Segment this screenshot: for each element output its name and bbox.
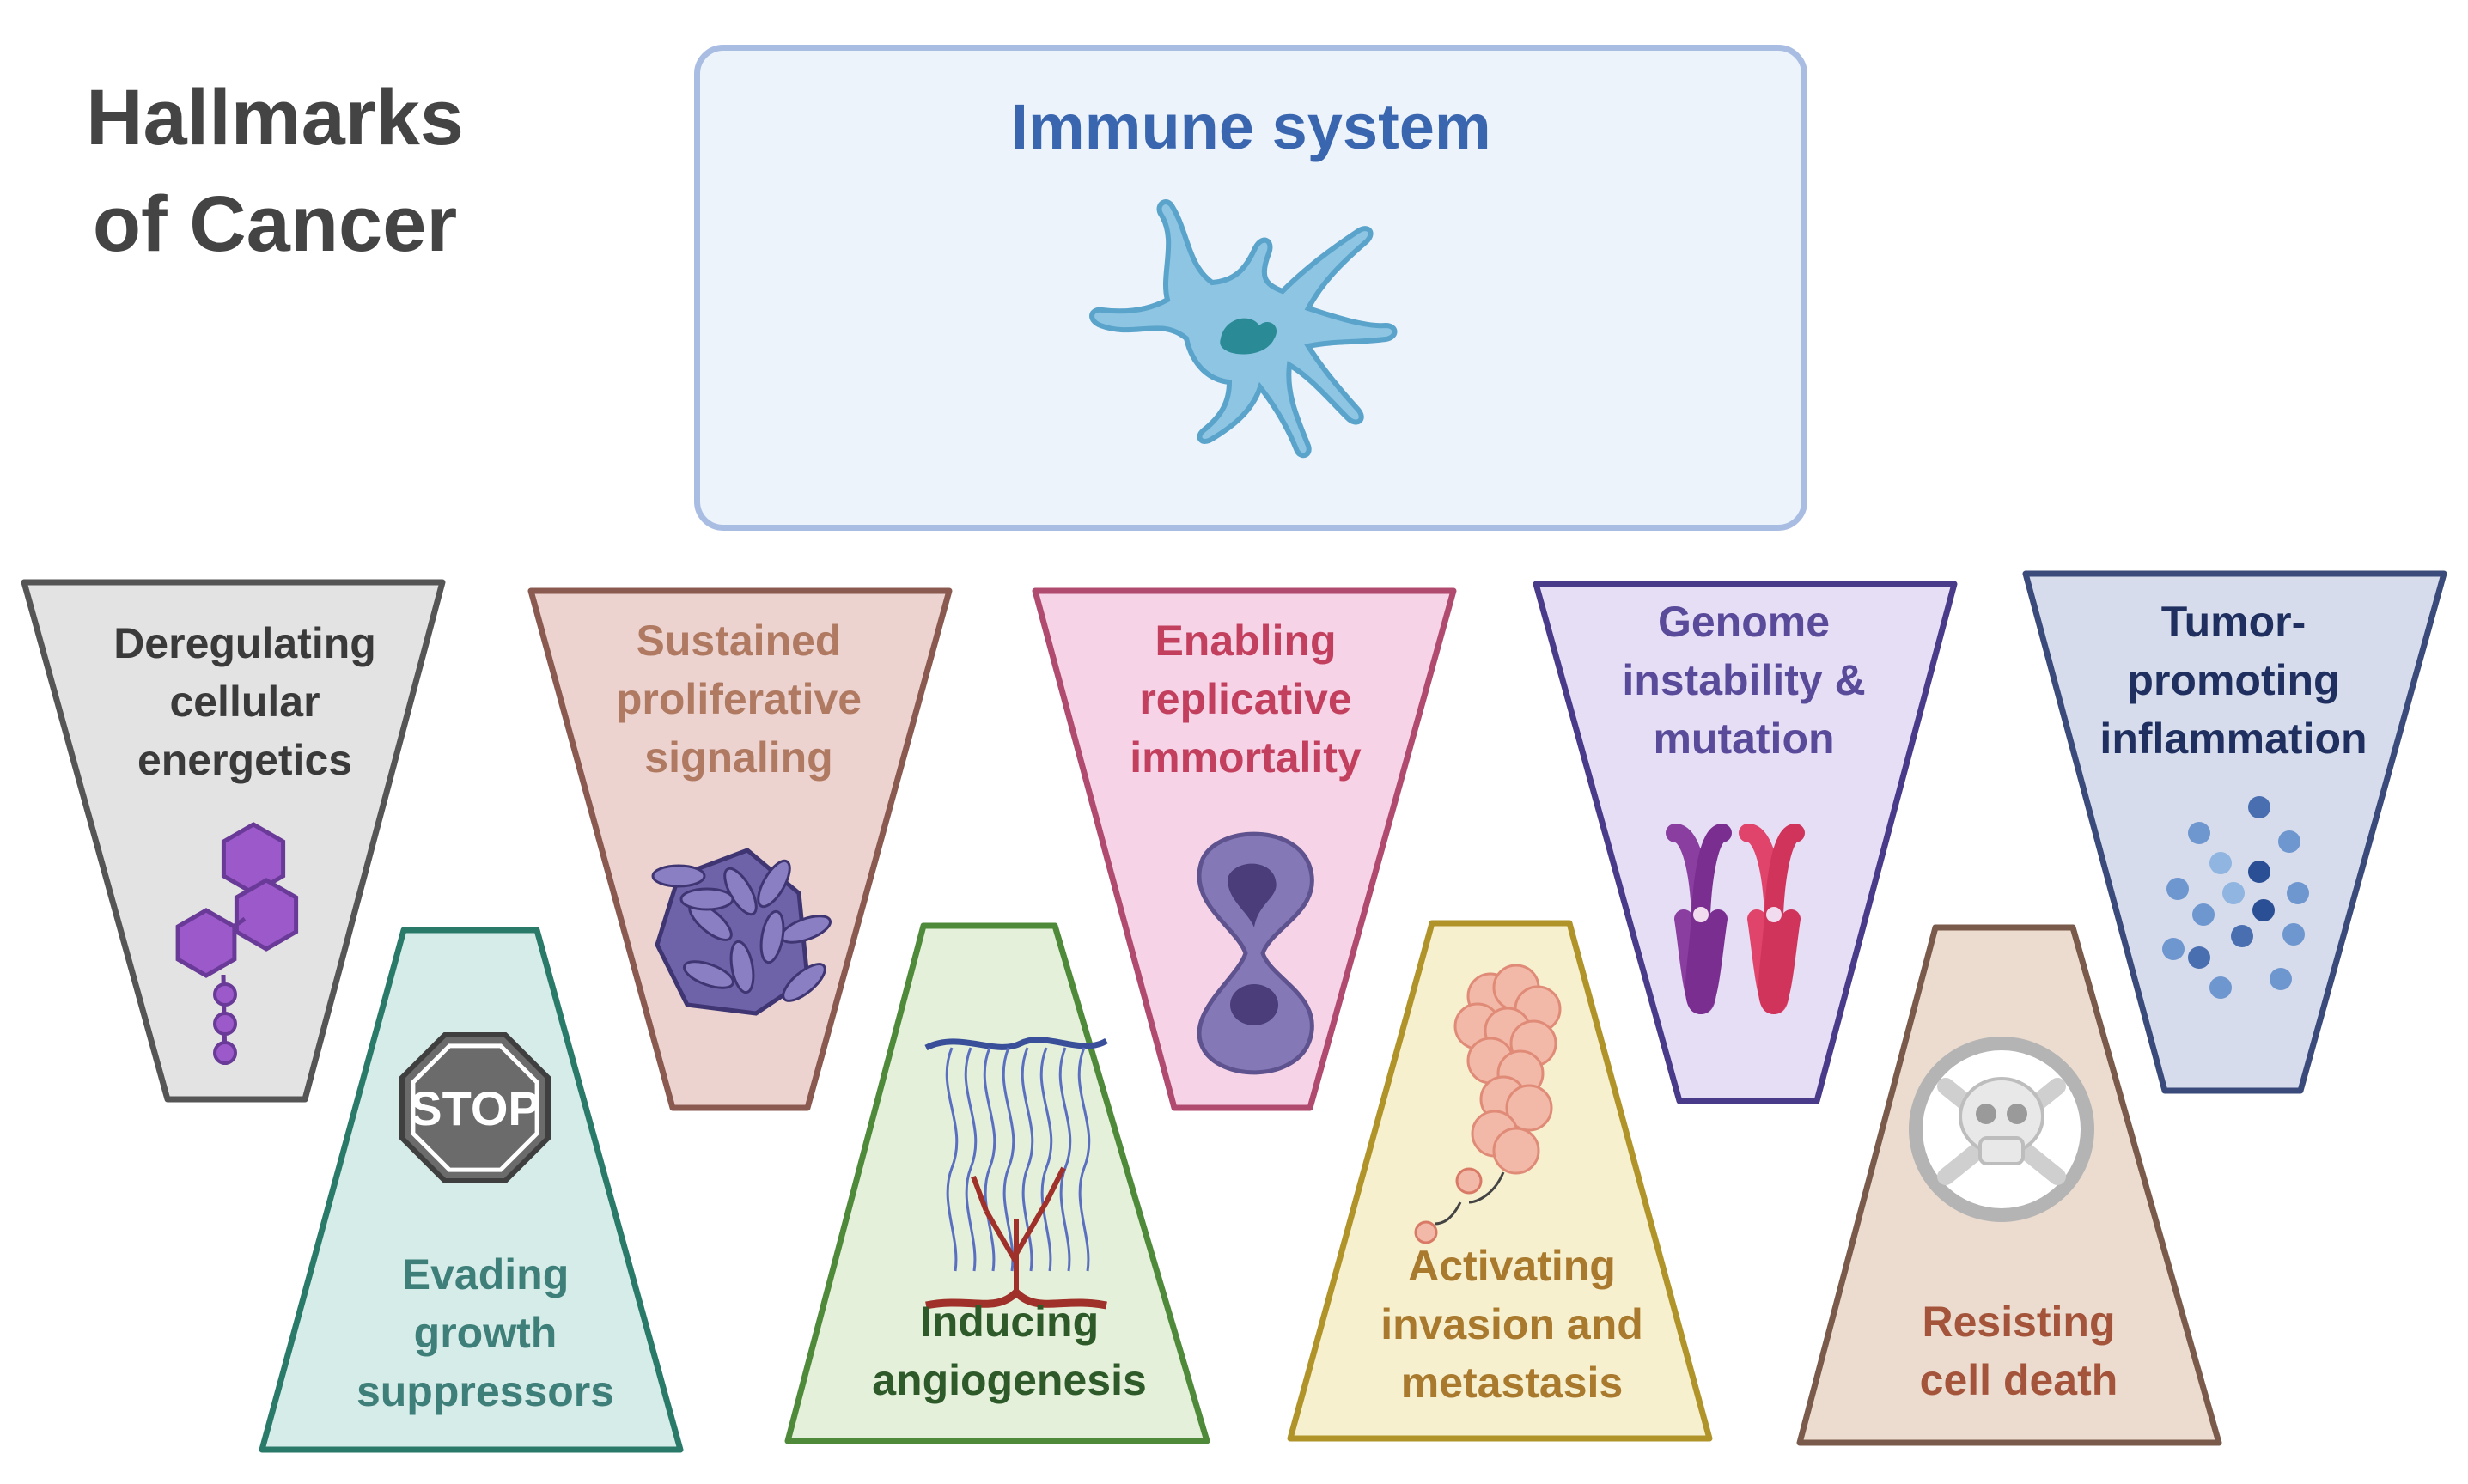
dendritic-cell-icon [1089, 199, 1398, 459]
angiogenesis-trapezoid [784, 922, 1210, 1444]
invasion-label: Activating invasion and metastasis [1380, 1242, 1643, 1407]
chromosome-icon [1666, 824, 1805, 1015]
dividing-cell-icon [1197, 831, 1314, 1075]
cell-cluster-icon [651, 848, 832, 1016]
hallmark-celldeath [1796, 924, 2222, 1446]
immune-system-box: Immune system [694, 45, 1807, 531]
hallmark-proliferative [527, 587, 953, 1111]
inflammation-label: Tumor- promoting inflammation [2099, 598, 2367, 763]
hallmark-energetics [21, 579, 446, 1103]
hallmark-angiogenesis [784, 922, 1210, 1444]
hallmark-genome [1533, 581, 1958, 1104]
energetics-label: Deregulating cellular energetics [113, 619, 376, 784]
hexagon-chain-icon [175, 822, 299, 1066]
celldeath-label: Resisting cell death [1919, 1298, 2118, 1404]
dots-cluster-icon [2162, 796, 2309, 999]
hallmark-suppressors: STOP [259, 927, 684, 1453]
stop-sign-text: STOP [410, 1081, 539, 1135]
hallmark-inflammation [2022, 570, 2447, 1094]
stop-sign-icon: STOP [399, 1032, 551, 1183]
hallmark-invasion [1287, 920, 1713, 1442]
inflammation-trapezoid [2022, 570, 2447, 1094]
blood-vessel-icon [924, 1037, 1108, 1310]
skull-icon [1909, 1037, 2094, 1222]
angiogenesis-label: Inducing angiogenesis [872, 1298, 1147, 1404]
suppressors-trapezoid [259, 927, 684, 1453]
suppressors-label: Evading growth suppressors [356, 1250, 615, 1415]
hallmark-immortality [1032, 587, 1457, 1111]
proliferative-trapezoid [527, 587, 953, 1111]
metastasis-icon [1414, 964, 1562, 1244]
proliferative-label: Sustained proliferative signaling [615, 617, 862, 782]
genome-trapezoid [1533, 581, 1958, 1104]
immortality-label: Enabling replicative immortality [1130, 617, 1362, 782]
diagram-title: Hallmarks of Cancer [86, 74, 464, 268]
genome-label: Genome instability & mutation [1622, 598, 1866, 763]
immune-system-label: Immune system [1010, 91, 1491, 162]
